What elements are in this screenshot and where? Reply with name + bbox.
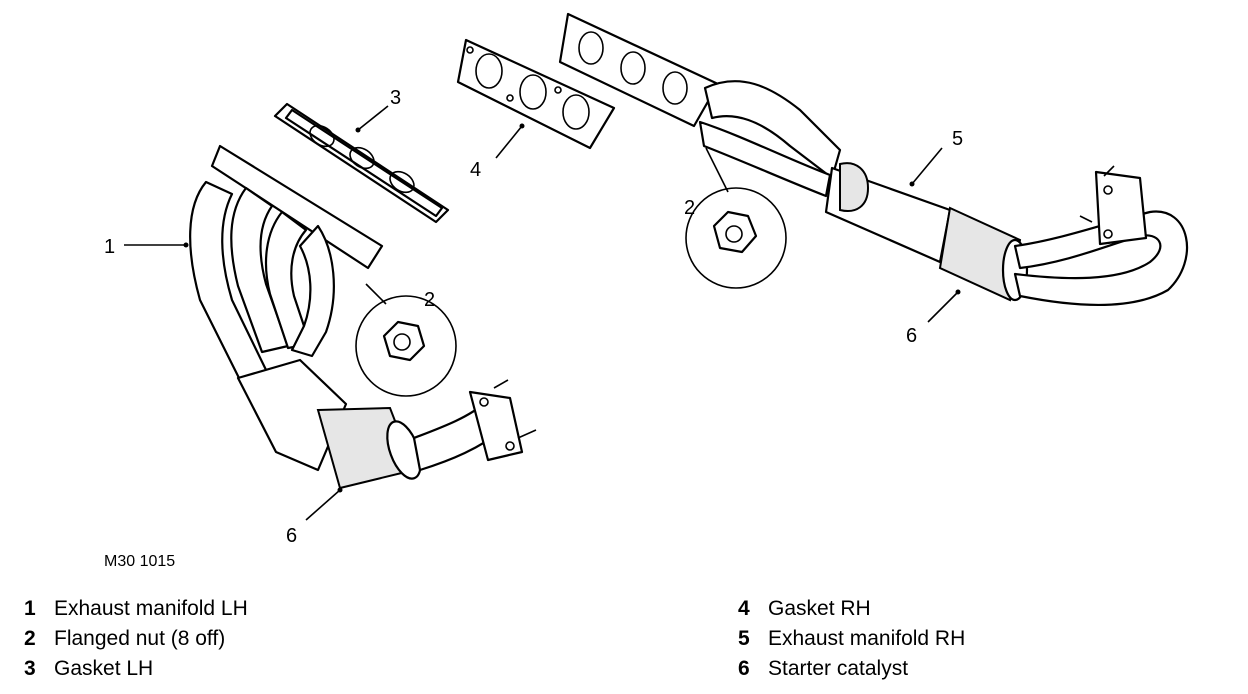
legend-number: 3 — [24, 657, 36, 680]
flanged-nut-rh — [685, 187, 787, 289]
legend-right: 4 Gasket RH 5 Exhaust manifold RH 6 Starter… — [738, 594, 965, 684]
legend-left: 1 Exhaust manifold LH 2 Flanged nut (8 off… — [24, 594, 248, 684]
callout-6-rh: 6 — [906, 325, 917, 347]
legend-item-starter-catalyst: 6 Starter catalyst — [738, 654, 965, 684]
legend-label: Flanged nut (8 off) — [54, 627, 226, 650]
callout-2-lh: 2 — [424, 289, 435, 311]
legend-item-exhaust-manifold-rh: 5 Exhaust manifold RH — [738, 624, 965, 654]
callout-6-lh: 6 — [286, 525, 297, 547]
gasket-rh — [456, 38, 616, 150]
callout-3: 3 — [390, 87, 401, 109]
legend-number: 1 — [24, 597, 36, 620]
gasket-lh — [273, 102, 450, 224]
legend-item-gasket-rh: 4 Gasket RH — [738, 594, 965, 624]
legend-number: 6 — [738, 657, 750, 680]
exhaust-manifold-diagram: 1 3 4 5 2 2 6 6 M30 1015 — [104, 12, 1189, 570]
legend-label: Exhaust manifold RH — [768, 627, 966, 650]
legend-label: Gasket LH — [54, 657, 154, 680]
flanged-nut-lh — [355, 295, 457, 397]
legend-item-exhaust-manifold-lh: 1 Exhaust manifold LH — [24, 594, 248, 624]
legend-number: 5 — [738, 627, 750, 650]
legend-number: 4 — [738, 597, 750, 620]
callout-4: 4 — [470, 159, 481, 181]
callout-5: 5 — [952, 128, 963, 150]
callout-2-rh: 2 — [684, 197, 695, 219]
legend-label: Gasket RH — [768, 597, 871, 620]
exhaust-manifold-lh — [189, 144, 537, 490]
legend-label: Exhaust manifold LH — [54, 597, 248, 620]
figure-reference: M30 1015 — [104, 553, 175, 570]
legend-number: 2 — [24, 627, 36, 650]
legend-label: Starter catalyst — [768, 657, 909, 680]
legend-item-gasket-lh: 3 Gasket LH — [24, 654, 248, 684]
leader-lines — [124, 105, 961, 521]
legend-item-flanged-nut: 2 Flanged nut (8 off) — [24, 624, 248, 654]
exhaust-manifold-rh — [558, 12, 1189, 307]
callout-1: 1 — [104, 236, 115, 258]
